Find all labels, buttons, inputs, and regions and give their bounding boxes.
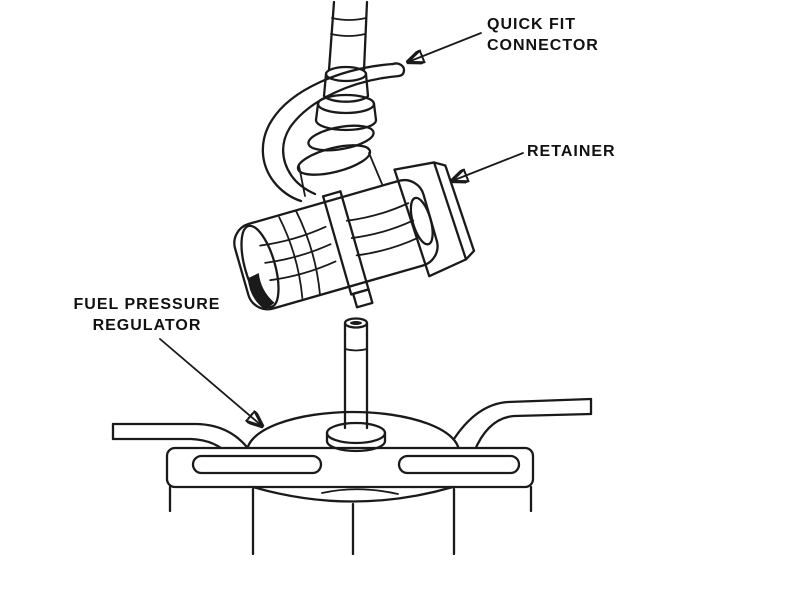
- connector-body-drawing: [233, 161, 476, 311]
- retainer-clip-drawing: [261, 62, 406, 203]
- supply-tube-drawing: [327, 0, 369, 72]
- regulator-stem-drawing: [325, 317, 387, 453]
- label-quick-fit-connector: QUICK FIT CONNECTOR: [487, 14, 599, 56]
- arrow-quick-fit-connector: [408, 32, 482, 62]
- callout-arrows: [159, 32, 524, 426]
- label-fuel-pressure-regulator: FUEL PRESSURE REGULATOR: [62, 294, 232, 336]
- regulator-dome-drawing: [245, 410, 461, 455]
- arrow-retainer: [452, 152, 524, 181]
- canister-drawing: [168, 485, 533, 556]
- quick-fit-connector-drawing: [296, 65, 383, 197]
- label-fpr-line2: REGULATOR: [92, 317, 202, 334]
- label-quick-fit-line2: CONNECTOR: [487, 37, 599, 54]
- label-retainer: RETAINER: [527, 141, 616, 162]
- label-fpr-line1: FUEL PRESSURE: [73, 296, 221, 313]
- label-retainer-text: RETAINER: [527, 143, 616, 160]
- label-quick-fit-line1: QUICK FIT: [487, 16, 576, 33]
- mounting-bracket-drawing: [165, 446, 535, 489]
- arrow-fuel-pressure-regulator: [159, 338, 262, 426]
